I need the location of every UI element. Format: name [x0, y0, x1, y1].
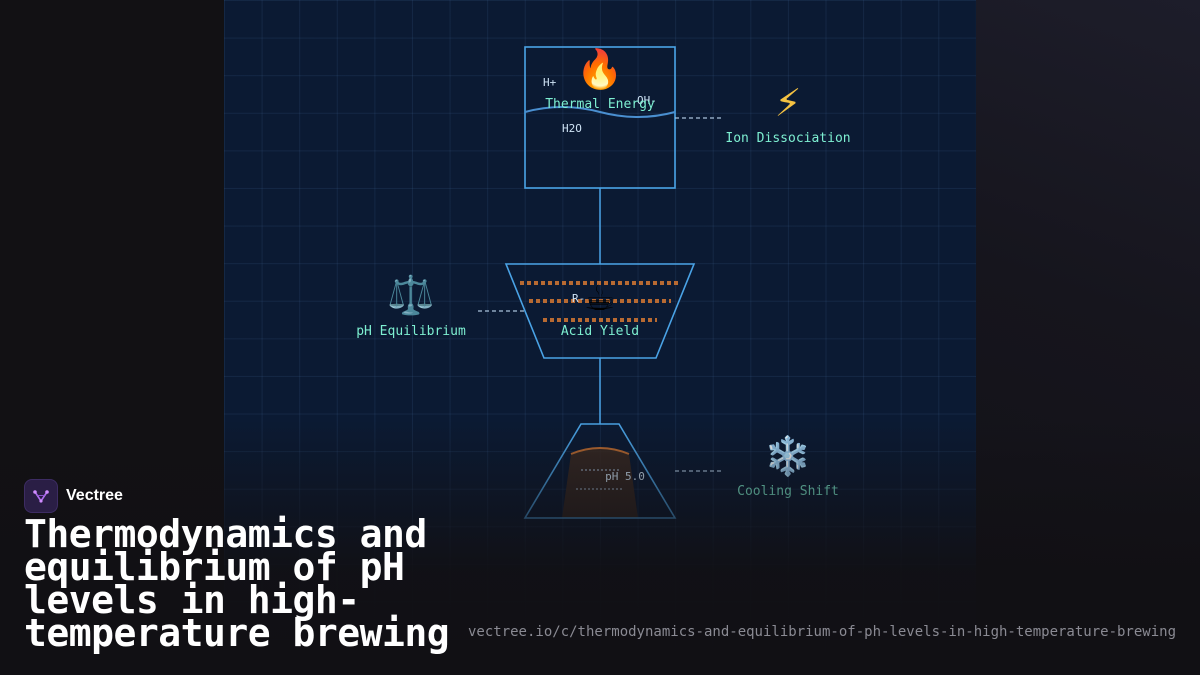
- acid-yield-label: Acid Yield: [561, 324, 639, 339]
- lightning-icon: ⚡: [775, 81, 802, 125]
- chem-h2o: H2O: [562, 122, 582, 135]
- chem-r-minus: R-: [572, 292, 585, 305]
- water-surface-wave: [524, 106, 676, 118]
- cooling-node: pH 5.0: [523, 423, 677, 519]
- acid-yield-filter: [504, 263, 696, 359]
- balance-scale-icon: ⚖️: [387, 273, 434, 317]
- page-url[interactable]: vectree.io/c/thermodynamics-and-equilibr…: [467, 624, 1176, 640]
- snowflake-icon: ❄️: [764, 434, 811, 478]
- brand: Vectree: [24, 479, 123, 513]
- fire-icon: 🔥: [576, 47, 623, 91]
- chem-h-plus: H+: [543, 76, 557, 89]
- ph-equilibrium-label: pH Equilibrium: [356, 324, 466, 339]
- thermal-energy-node: 🔥 H+ OH- H2O Thermal Energy: [524, 46, 676, 189]
- vectree-logo-icon: [24, 479, 58, 513]
- brand-name: Vectree: [66, 487, 123, 504]
- brewed-liquid: [562, 448, 638, 518]
- thermal-energy-label: Thermal Energy: [545, 97, 655, 112]
- ion-dissociation-label: Ion Dissociation: [725, 131, 850, 146]
- acid-yield-node: ☕ R- Acid Yield: [504, 263, 696, 359]
- chem-oh-minus: OH-: [637, 94, 657, 107]
- page-title: Thermodynamics and equilibrium of pH lev…: [24, 512, 450, 655]
- coffee-cup-icon: ☕: [584, 278, 616, 319]
- ph-reading: pH 5.0: [605, 470, 645, 483]
- cooling-shift-label: Cooling Shift: [737, 484, 839, 499]
